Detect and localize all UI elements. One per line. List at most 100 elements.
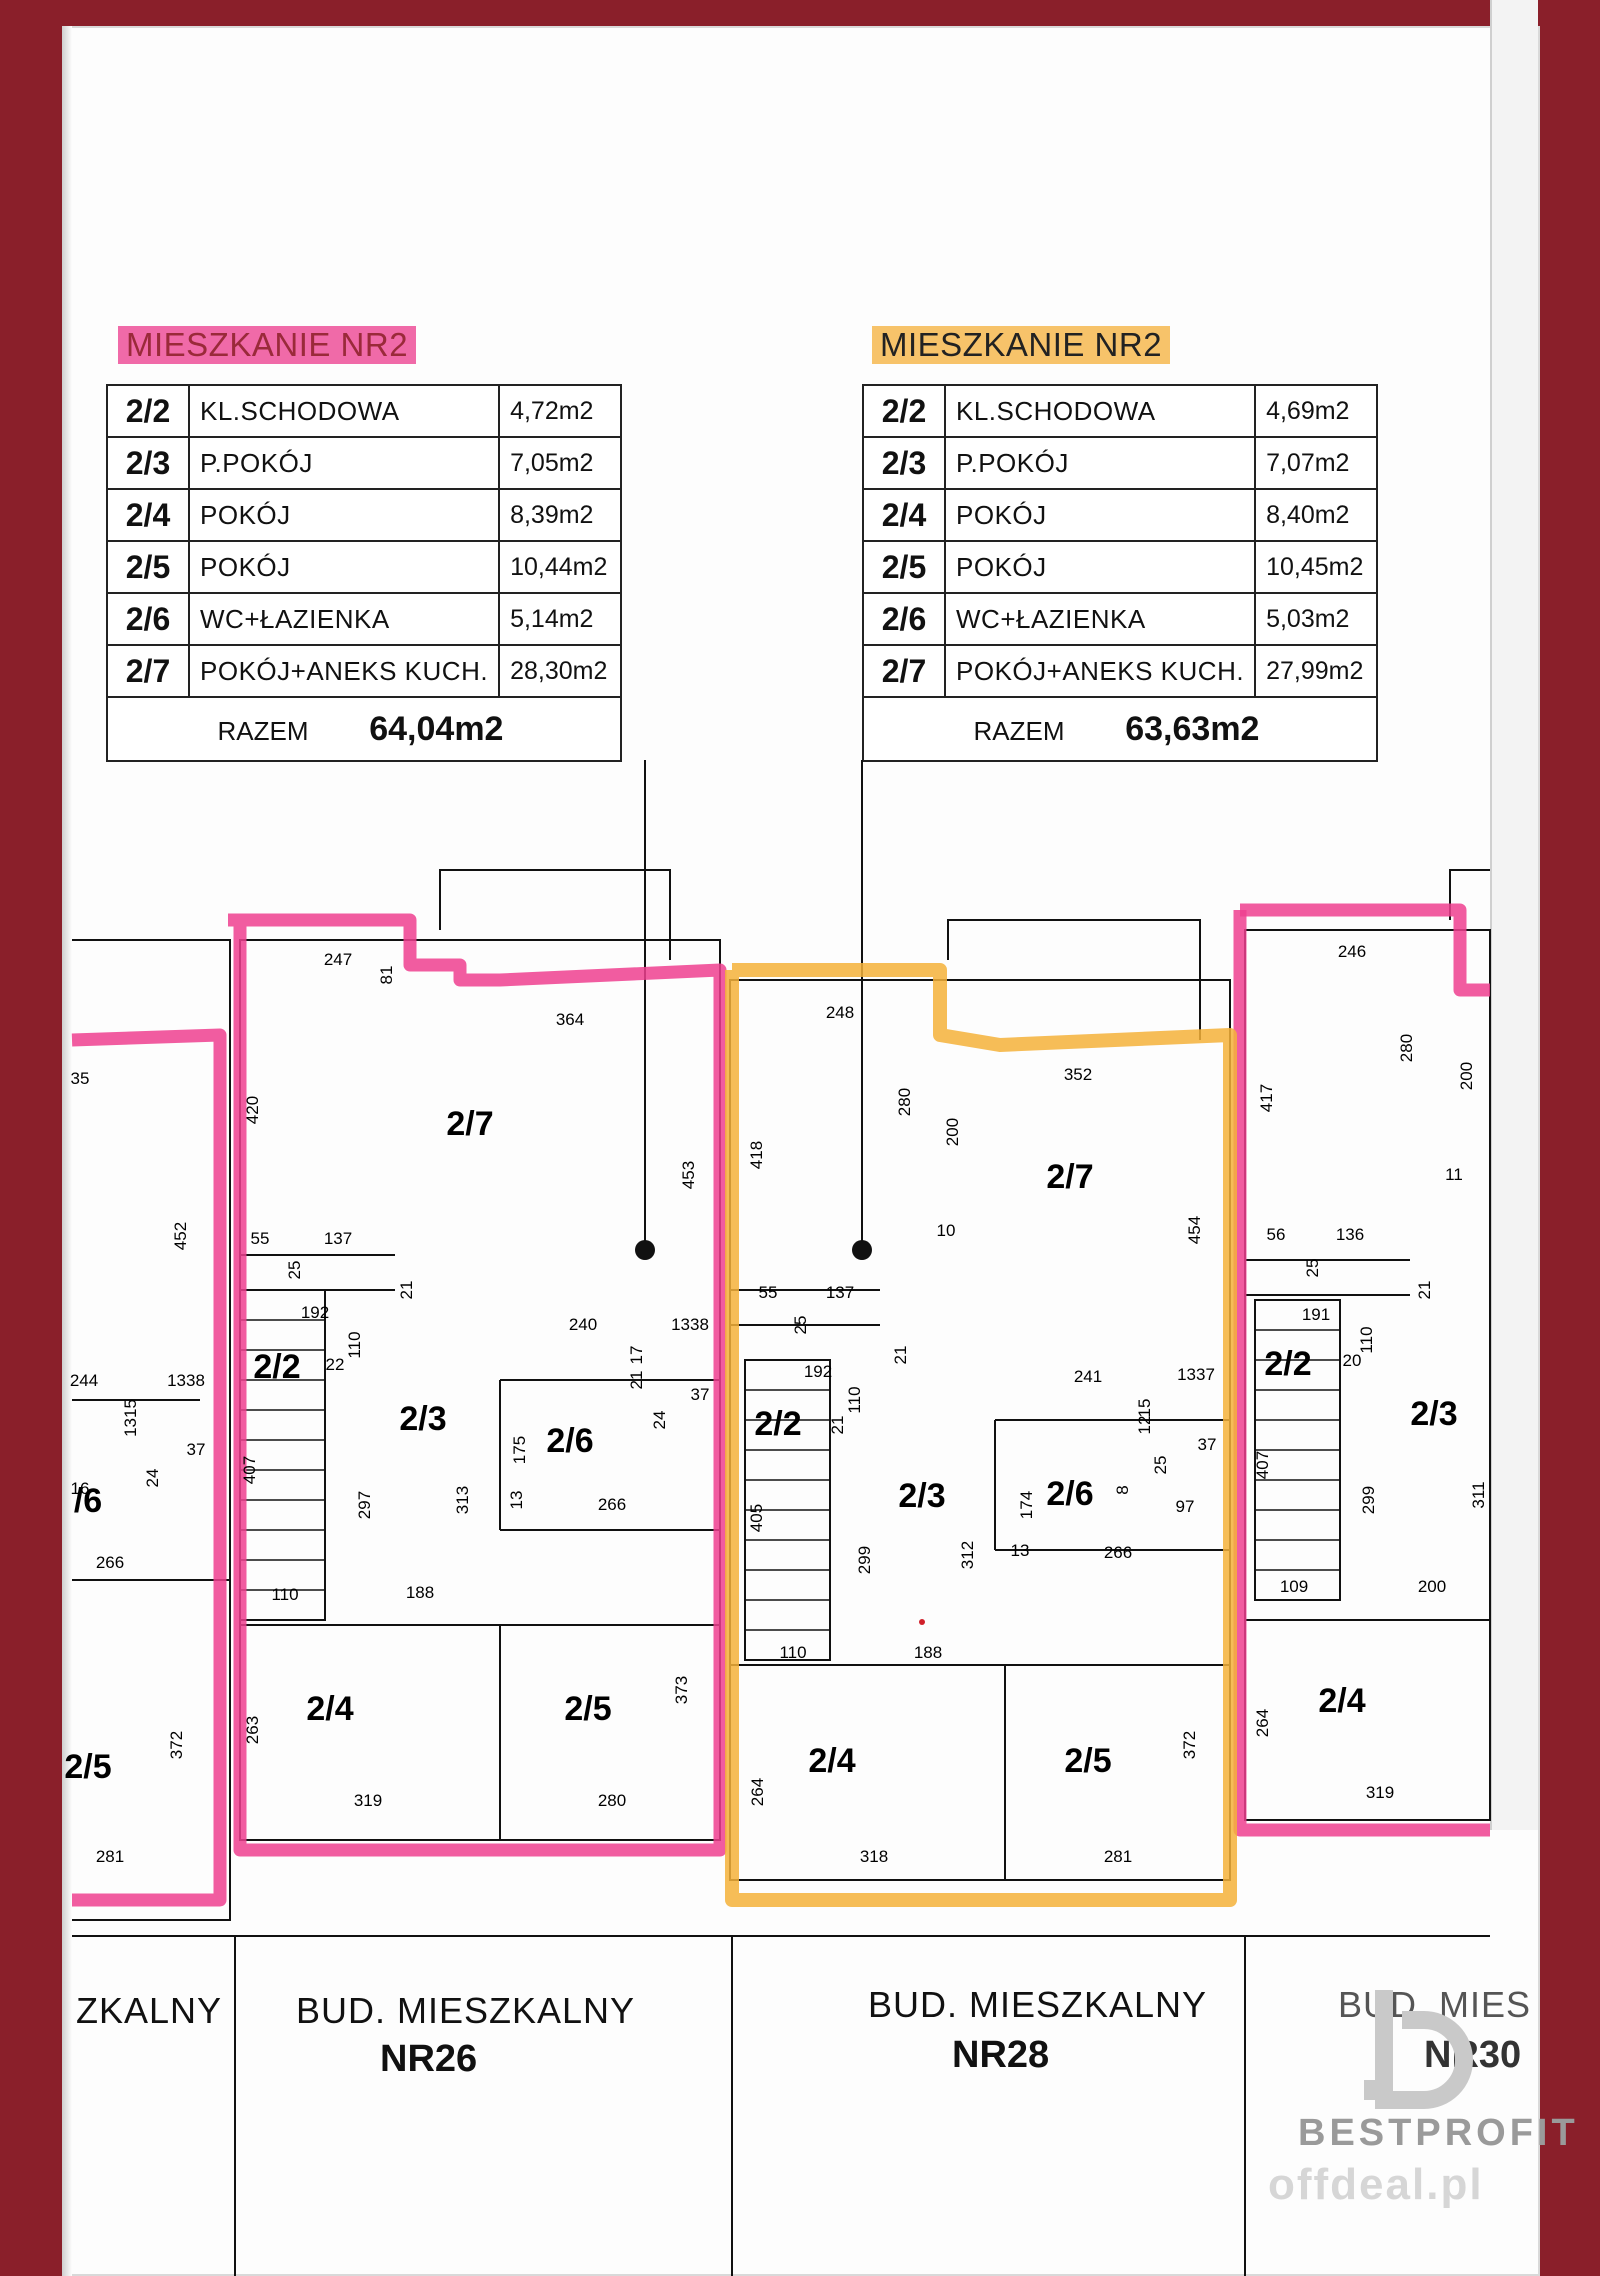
dimension: 10 <box>937 1221 956 1240</box>
dimension: 281 <box>1104 1847 1132 1866</box>
dimension: 25 <box>1151 1456 1170 1475</box>
dimension: 17 <box>627 1346 646 1365</box>
dimension: 16 <box>71 1479 90 1498</box>
total-value: 63,63m2 <box>1125 709 1260 748</box>
room-id: 2/6 <box>106 592 190 646</box>
table-row: 2/3 P.POKÓJ 7,05m2 <box>106 436 623 490</box>
dimension: 418 <box>747 1141 766 1169</box>
dimension: 13 <box>1011 1541 1030 1560</box>
dimension: 15 <box>1135 1399 1154 1418</box>
dimension: 136 <box>1336 1225 1364 1244</box>
dimension: 266 <box>598 1495 626 1514</box>
watermark-site: offdeal.pl <box>1268 2160 1484 2209</box>
total-label: RAZEM <box>217 715 309 746</box>
dimension: 192 <box>301 1303 329 1322</box>
room-area: 8,39m2 <box>498 488 623 542</box>
room-label: 2/3 <box>898 1477 945 1515</box>
room-area: 10,45m2 <box>1254 540 1379 594</box>
dimension: 280 <box>598 1791 626 1810</box>
room-area: 4,69m2 <box>1254 384 1379 438</box>
room-name: P.POKÓJ <box>943 436 1257 490</box>
highlight-unit-28 <box>725 963 1237 1907</box>
room-area: 8,40m2 <box>1254 488 1379 542</box>
room-label: 2/2 <box>754 1405 801 1443</box>
dimension: 110 <box>779 1643 806 1662</box>
room-label: 2/5 <box>1064 1742 1111 1780</box>
dimension: 1338 <box>671 1315 709 1334</box>
balcony-far-right <box>1449 869 1490 920</box>
dimension: 352 <box>1064 1065 1092 1084</box>
dimension: 297 <box>355 1491 374 1519</box>
dimension: 319 <box>1366 1783 1394 1802</box>
room-area: 10,44m2 <box>498 540 623 594</box>
dimension: 37 <box>1198 1435 1217 1454</box>
dimension: 188 <box>914 1643 942 1662</box>
room-label: 2/7 <box>1046 1158 1093 1196</box>
dimension: 420 <box>243 1096 262 1124</box>
dimension: 240 <box>569 1315 597 1334</box>
room-name: POKÓJ <box>943 540 1257 594</box>
room-id: 2/5 <box>106 540 190 594</box>
dimension: 1337 <box>1177 1365 1215 1384</box>
room-id: 2/5 <box>862 540 946 594</box>
dimension: 110 <box>271 1585 298 1604</box>
dimension: 280 <box>1397 1034 1416 1062</box>
dimension: 25 <box>791 1316 810 1335</box>
room-label: 2/4 <box>306 1690 353 1728</box>
dimension: 373 <box>672 1676 691 1704</box>
light-symbol <box>852 1240 872 1260</box>
dimension: 21 <box>397 1281 416 1300</box>
dimension: 299 <box>855 1546 874 1574</box>
apartment-title-right: MIESZKANIE NR2 <box>872 326 1171 364</box>
table-row: 2/7 POKÓJ+ANEKS KUCH. 28,30m2 <box>106 644 623 698</box>
table-row: 2/7 POKÓJ+ANEKS KUCH. 27,99m2 <box>862 644 1379 698</box>
dimension: 266 <box>96 1553 124 1572</box>
total-value: 64,04m2 <box>369 709 504 748</box>
balcony-left <box>439 869 671 960</box>
dimension: 407 <box>1253 1451 1272 1479</box>
dimension: 319 <box>354 1791 382 1810</box>
dimension: 454 <box>1185 1216 1204 1244</box>
room-name: KL.SCHODOWA <box>943 384 1257 438</box>
dimension: 110 <box>1357 1326 1376 1353</box>
building-number: NR26 <box>380 2038 478 2080</box>
room-area: 5,14m2 <box>498 592 623 646</box>
room-name: POKÓJ+ANEKS KUCH. <box>943 644 1257 698</box>
table-row: 2/4 POKÓJ 8,40m2 <box>862 488 1379 542</box>
stair-2-2-left <box>239 1289 326 1621</box>
unit-24-outline <box>72 939 231 1921</box>
dimension: 266 <box>1104 1543 1132 1562</box>
unit-28-outline <box>729 979 1231 1881</box>
room-label: 2/2 <box>253 1348 300 1386</box>
sheet-spine <box>62 26 72 2276</box>
dimension: 137 <box>324 1229 352 1248</box>
dimension: 248 <box>826 1003 854 1022</box>
room-label: 2/4 <box>808 1742 855 1780</box>
dimension: 37 <box>187 1440 206 1459</box>
room-id: 2/2 <box>106 384 190 438</box>
dimension: 1338 <box>167 1371 205 1390</box>
room-name: P.POKÓJ <box>187 436 501 490</box>
room-label: 2/2 <box>1264 1345 1311 1383</box>
dimension: 81 <box>377 966 396 985</box>
dimension: 109 <box>1280 1577 1308 1596</box>
room-id: 2/4 <box>106 488 190 542</box>
dimension: 35 <box>71 1069 90 1088</box>
room-id: 2/3 <box>862 436 946 490</box>
dimension: 200 <box>1457 1062 1476 1090</box>
room-name: POKÓJ <box>187 540 501 594</box>
room-area: 7,07m2 <box>1254 436 1379 490</box>
dimension: 200 <box>1418 1577 1446 1596</box>
table-row: 2/5 POKÓJ 10,45m2 <box>862 540 1379 594</box>
highlight-unit-24 <box>71 1028 227 1907</box>
dimension: 372 <box>1180 1731 1199 1759</box>
total-label: RAZEM <box>973 715 1065 746</box>
dimension: 20 <box>1343 1351 1362 1370</box>
dimension: 13 <box>507 1491 526 1510</box>
table-row: 2/2 KL.SCHODOWA 4,72m2 <box>106 384 623 438</box>
dimension: 407 <box>240 1456 259 1484</box>
marker-dot <box>919 1619 925 1625</box>
light-symbol <box>635 1240 655 1260</box>
highlight-unit-26 <box>228 913 727 1857</box>
